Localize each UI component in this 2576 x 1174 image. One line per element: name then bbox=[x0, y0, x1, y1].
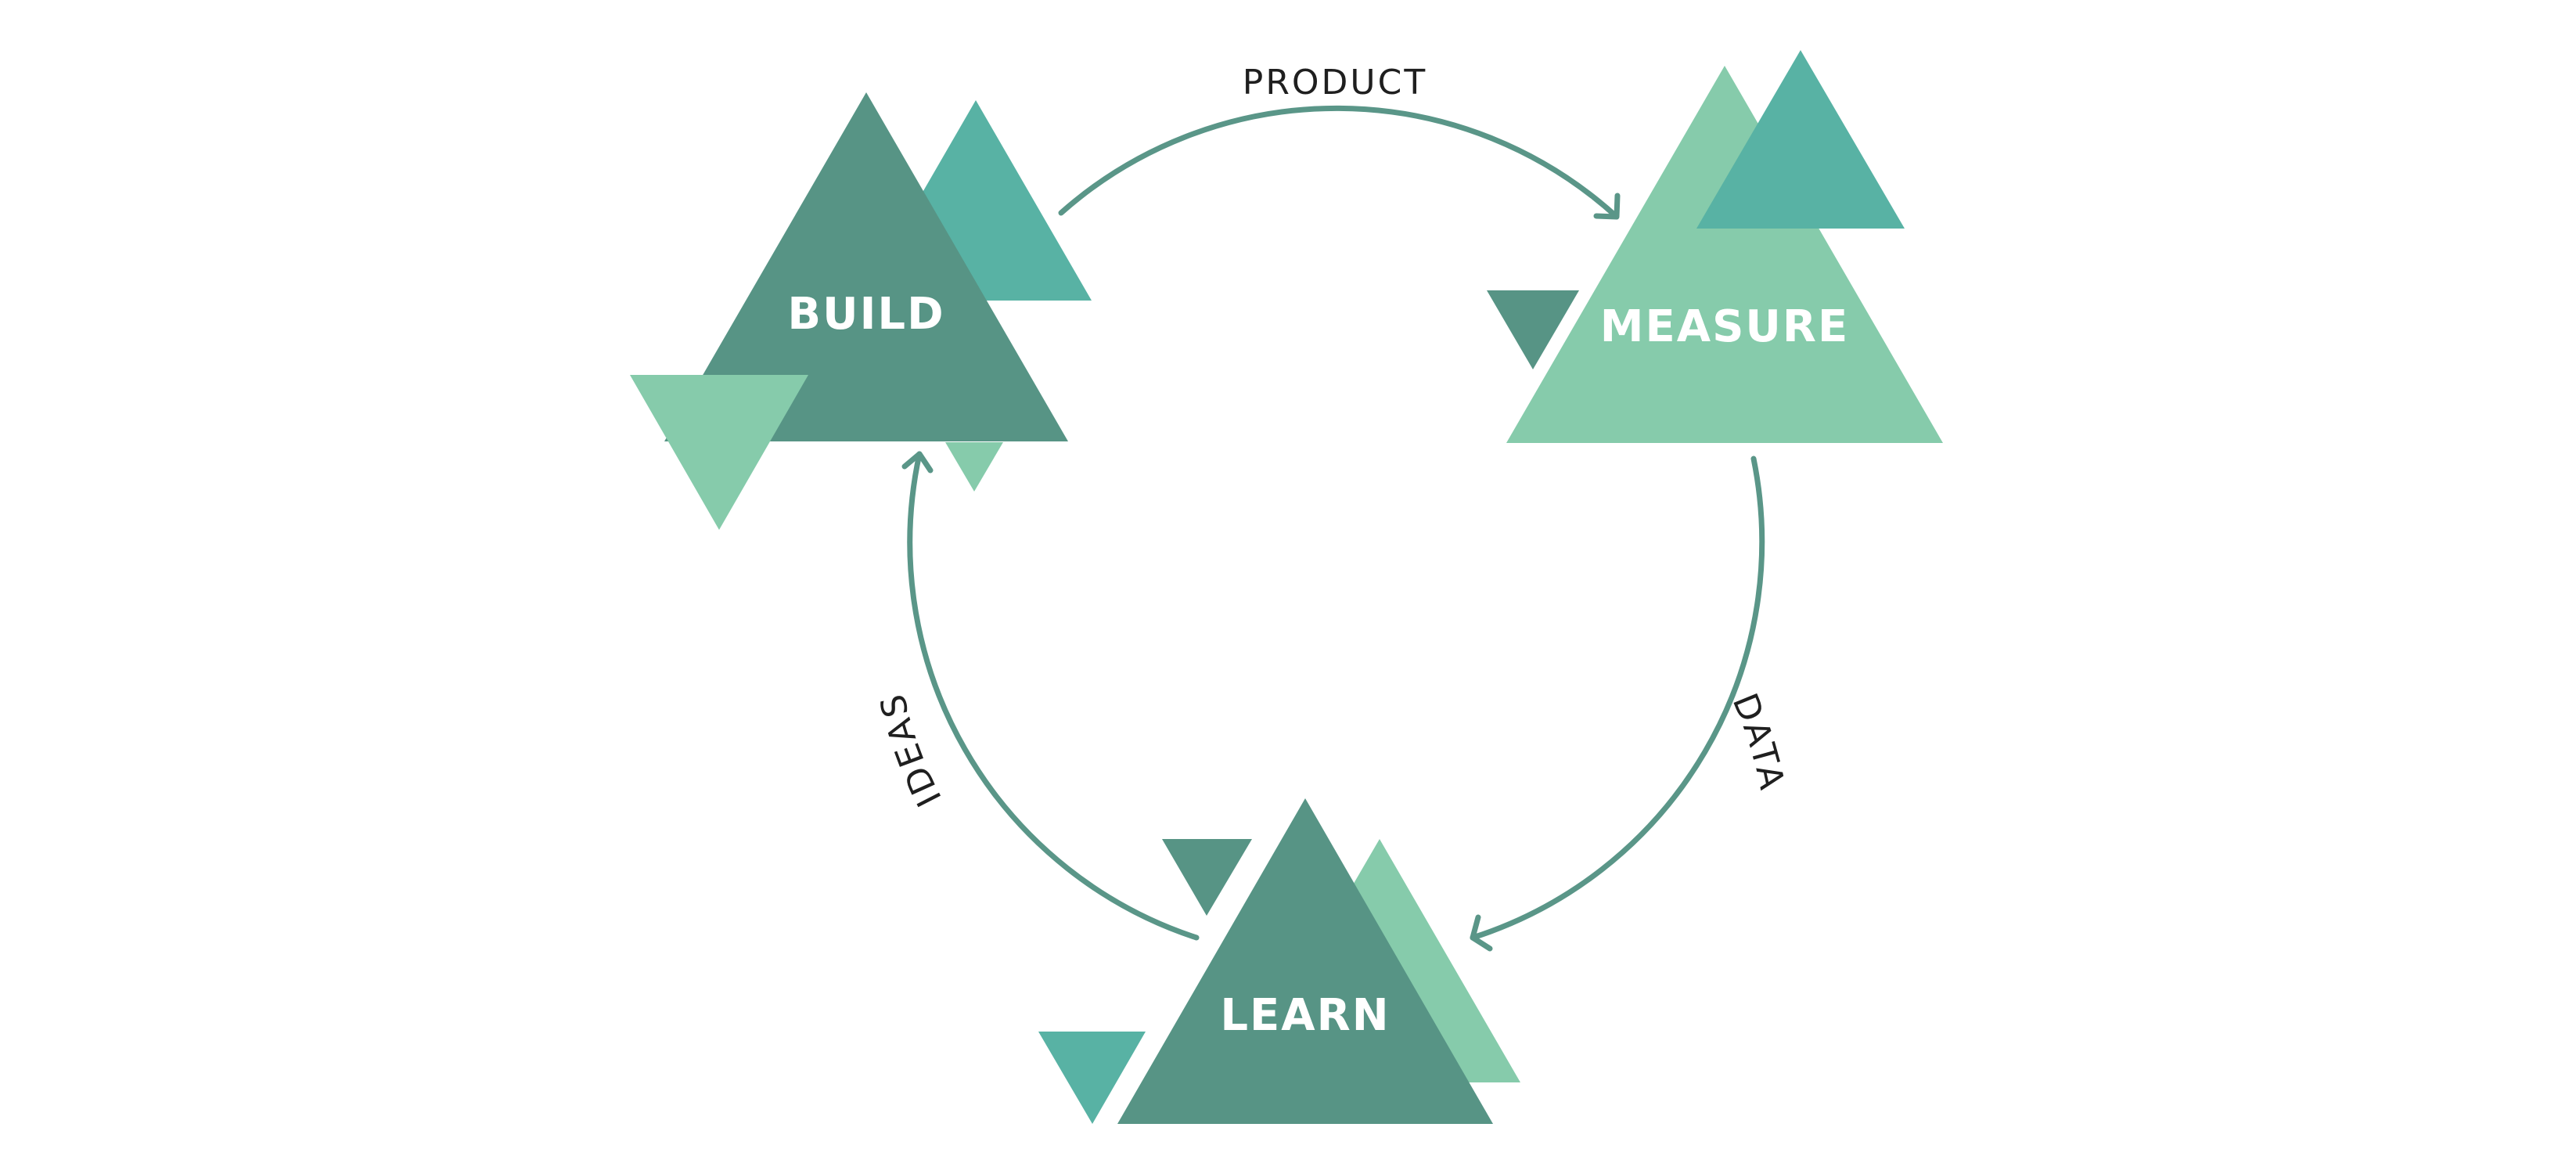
build-label: BUILD bbox=[787, 289, 944, 340]
build-node: BUILD bbox=[630, 92, 1092, 530]
measure-node: MEASURE bbox=[1487, 50, 1943, 443]
edge-data: DATA bbox=[1470, 456, 1792, 952]
product-arc bbox=[1058, 105, 1619, 219]
learn-node: LEARN bbox=[1038, 798, 1520, 1124]
product-label: PRODUCT bbox=[1243, 63, 1427, 103]
learn-down-triangle-top bbox=[1162, 839, 1252, 916]
data-label: DATA bbox=[1725, 688, 1792, 795]
build-down-triangle bbox=[630, 375, 808, 530]
build-main-triangle bbox=[664, 92, 1068, 441]
measure-down-triangle bbox=[1487, 290, 1579, 369]
ideas-label: IDEAS bbox=[872, 688, 950, 812]
build-small-down-triangle bbox=[945, 442, 1003, 492]
edge-ideas: IDEAS bbox=[872, 451, 1200, 941]
data-arc bbox=[1470, 456, 1765, 941]
ideas-arrowhead bbox=[901, 451, 934, 474]
data-arrowhead bbox=[1470, 914, 1493, 952]
measure-back-triangle bbox=[1696, 50, 1905, 229]
edge-product: PRODUCT bbox=[1058, 63, 1621, 220]
measure-main-triangle bbox=[1506, 66, 1943, 443]
ideas-arc bbox=[907, 451, 1200, 941]
product-arrowhead bbox=[1593, 193, 1621, 220]
learn-main-triangle bbox=[1117, 798, 1493, 1124]
measure-label: MEASURE bbox=[1600, 301, 1850, 352]
learn-down-triangle-bottom bbox=[1038, 1032, 1146, 1124]
learn-label: LEARN bbox=[1220, 990, 1390, 1041]
